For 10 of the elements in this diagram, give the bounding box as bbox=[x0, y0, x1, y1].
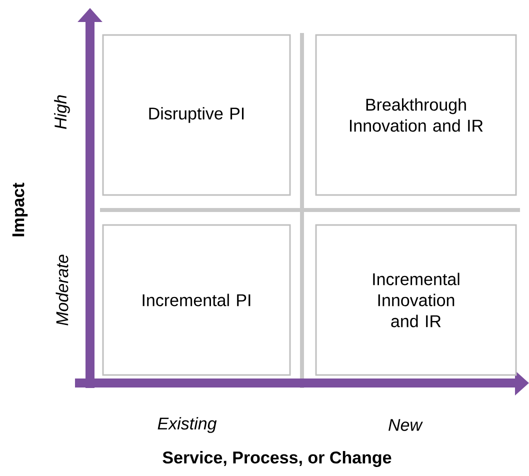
quadrant-box: Incremental PI bbox=[102, 224, 291, 376]
axis-label: High bbox=[54, 95, 70, 129]
quadrant-box: Breakthrough Innovation and IR bbox=[315, 34, 517, 196]
axis-label: Impact bbox=[12, 182, 28, 236]
axis-label: Existing bbox=[158, 417, 217, 433]
axis-label: New bbox=[388, 419, 423, 431]
quadrant-box: Disruptive PI bbox=[102, 34, 291, 196]
axis-label: Moderate bbox=[56, 254, 68, 326]
axis-label: Service, Process, or Change bbox=[162, 451, 392, 467]
quadrant-box: Incremental Innovation and IR bbox=[315, 224, 517, 376]
